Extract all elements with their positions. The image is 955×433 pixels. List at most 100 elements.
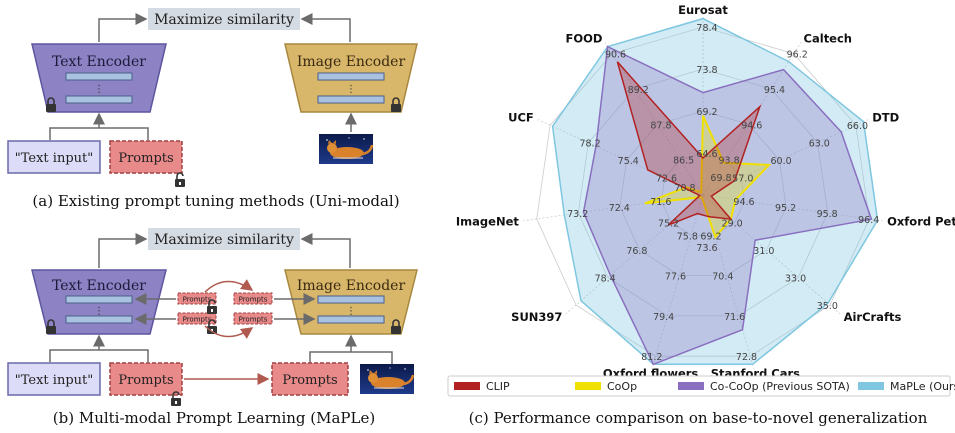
ring-label: 69.2	[696, 107, 717, 118]
legend-label: MaPLe (Ours)	[890, 380, 955, 393]
radar-ring	[536, 26, 870, 357]
ring-label: 93.8	[718, 156, 739, 167]
arrow-inputs-to-text-encoder-a	[49, 114, 149, 140]
ring-label: 75.8	[677, 231, 698, 242]
caption-b: (b) Multi-modal Prompt Learning (MaPLe)	[53, 409, 375, 427]
deep-prompt-label: Prompts	[183, 296, 212, 304]
ring-label: 70.8	[674, 183, 695, 194]
ring-label: 72.4	[609, 203, 630, 214]
deep-prompt-label: Prompts	[183, 316, 212, 324]
prompts-label-image-b: Prompts	[282, 373, 337, 388]
ring-label: 78.4	[595, 274, 616, 285]
ring-label: 81.2	[641, 352, 662, 363]
ring-label: 63.0	[809, 139, 830, 150]
caption-c: (c) Performance comparison on base-to-no…	[469, 409, 928, 427]
ring-label: 90.6	[605, 50, 626, 61]
maximize-similarity-label-b: Maximize similarity	[154, 232, 294, 248]
ring-label: 73.6	[696, 243, 717, 254]
text-encoder-layer	[65, 72, 133, 81]
legend: CLIP CoOp Co-CoOp (Previous SOTA) MaPLe (Ou…	[447, 375, 955, 397]
legend-swatch	[678, 382, 704, 390]
ring-label: 79.4	[653, 312, 674, 323]
axis-label: DTD	[872, 111, 899, 125]
ring-label: 72.8	[736, 352, 757, 363]
prompts-box-text-b	[109, 362, 183, 396]
ring-label: 35.0	[817, 301, 838, 312]
ring-label: 29.0	[722, 219, 743, 230]
ring-label: 95.8	[817, 209, 838, 220]
axis-label: ImageNet	[456, 214, 519, 228]
deep-prompt-box	[177, 312, 217, 325]
text-input-box-b	[7, 362, 101, 396]
panel-b: Maximize similarity Text Encoder ⋮ Image…	[7, 228, 418, 427]
ring-label: 95.4	[764, 85, 785, 96]
ring-label: 73.8	[696, 65, 717, 76]
ring-label: 78.4	[696, 23, 717, 34]
legend-label: CoOp	[607, 380, 637, 393]
ring-label: 75.4	[618, 156, 639, 167]
svg-text:⋮: ⋮	[346, 84, 356, 95]
radar-ring	[577, 68, 829, 317]
cat-image-b	[358, 362, 416, 396]
text-encoder-label-a: Text Encoder	[52, 54, 146, 70]
text-input-box-a	[7, 140, 101, 174]
ring-label: 64.6	[696, 149, 717, 160]
legend-label: CLIP	[486, 380, 510, 393]
deep-prompt-label: Prompts	[239, 296, 268, 304]
ring-label: 73.2	[567, 209, 588, 220]
radar-ring	[619, 110, 787, 277]
image-encoder-label-b: Image Encoder	[297, 278, 406, 294]
arrow-image-to-top-a	[300, 13, 351, 42]
ring-label: 96.4	[858, 215, 879, 226]
ring-label: 60.0	[770, 156, 791, 167]
ring-label: 57.0	[732, 174, 753, 185]
panel-a: Maximize similarity Text Encoder ⋮ Image…	[7, 8, 418, 210]
series-clip	[616, 61, 762, 226]
axis-label: AirCrafts	[844, 310, 902, 324]
ring-label: 70.4	[712, 272, 733, 283]
ring-label: 95.2	[775, 203, 796, 214]
ring-label: 87.8	[650, 120, 671, 131]
maximize-similarity-box-a	[148, 8, 300, 30]
ring-label: 69.8	[710, 173, 731, 184]
maximize-similarity-box-b	[148, 228, 300, 250]
ring-label: 77.6	[665, 272, 686, 283]
ring-label: 71.6	[650, 197, 671, 208]
prompts-label-a: Prompts	[118, 151, 173, 166]
text-encoder-label-b: Text Encoder	[52, 278, 146, 294]
svg-text:⋮: ⋮	[346, 306, 356, 317]
ring-label: 94.6	[733, 197, 754, 208]
caption-a: (a) Existing prompt tuning methods (Uni-…	[32, 192, 399, 210]
prompts-box-image-b	[271, 362, 349, 396]
text-input-label-b: "Text input"	[15, 373, 93, 388]
ring-label: 94.6	[741, 120, 762, 131]
legend-label: Co-CoOp (Previous SOTA)	[710, 380, 850, 393]
ring-label: 31.0	[753, 246, 774, 257]
deep-prompt-label: Prompts	[239, 316, 268, 324]
legend-swatch	[575, 382, 601, 390]
ring-label: 96.2	[787, 50, 808, 61]
image-encoder-layer	[317, 72, 385, 81]
ring-label: 89.2	[628, 85, 649, 96]
axis-label: FOOD	[565, 32, 602, 46]
deep-prompt-box	[233, 292, 273, 305]
axis-label: UCF	[508, 111, 534, 125]
deep-prompt-box	[233, 312, 273, 325]
cat-image-a	[317, 132, 375, 166]
series-co-coop-previous-sota-	[582, 45, 873, 366]
radar-ring	[660, 152, 746, 236]
ring-label: 78.2	[579, 139, 600, 150]
ring-label: 86.5	[673, 156, 694, 167]
prompts-box-a	[109, 140, 183, 174]
series-coop	[644, 115, 772, 239]
ring-label: 71.6	[724, 312, 745, 323]
ring-label: 76.8	[626, 246, 647, 257]
ring-label: 72.6	[656, 174, 677, 185]
ring-label: 75.2	[658, 219, 679, 230]
svg-text:⋮: ⋮	[94, 306, 104, 317]
unlock-icon	[174, 172, 186, 188]
axis-label: Caltech	[804, 32, 852, 46]
ring-label: 66.0	[847, 121, 868, 132]
text-encoder-layer	[65, 95, 133, 104]
